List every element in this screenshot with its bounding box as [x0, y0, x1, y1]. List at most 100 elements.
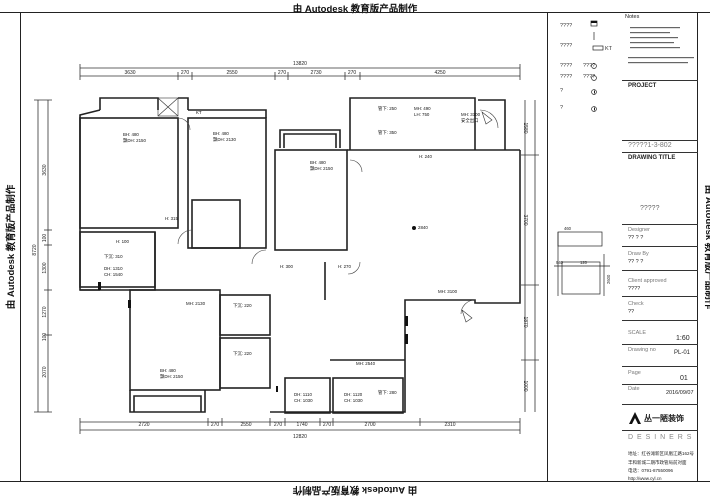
scale-value: 1:60	[676, 335, 690, 342]
divider	[622, 384, 698, 385]
watermark-right: 由 Autodesk 教育版产品制作	[703, 185, 710, 310]
draw-by-value: ?? ? ?	[628, 259, 644, 265]
label: 管下: 280	[378, 389, 397, 396]
project-number: ?????1-3-802	[628, 142, 672, 149]
legend-item: ????	[560, 74, 572, 80]
dim-bottom-seg: 2550	[240, 422, 251, 428]
label: MH: 2130	[186, 301, 206, 306]
designer-label: Designer	[628, 227, 651, 233]
legend-item: ????	[583, 74, 595, 80]
dim-left-seg: 1300	[42, 262, 48, 273]
legend-item: ????	[560, 23, 572, 29]
dim-top-seg: 270	[278, 70, 287, 76]
dim-left-seg: 100	[42, 234, 48, 243]
room-label: BH: 480	[213, 131, 229, 136]
dim-right-seg: 3700	[522, 214, 528, 225]
legend-kt: KT	[605, 46, 613, 52]
client-value: ????	[628, 286, 641, 292]
frame-right	[697, 12, 698, 482]
draw-by-label: Draw By	[628, 251, 649, 257]
address-line-1: 地址：红谷滩新区凤凰江路162号	[628, 451, 695, 456]
detail-dim: 460	[564, 226, 572, 231]
dim-bottom-seg: 1740	[296, 422, 307, 428]
divider	[622, 224, 698, 225]
dim-left-seg: 100	[42, 333, 48, 342]
company-name: 丛一陋装饰	[644, 414, 684, 423]
room-label: 飘DH: 2150	[310, 166, 333, 172]
dim-top-total: 13820	[293, 61, 307, 67]
dim-left-seg: 2070	[42, 366, 48, 377]
label: DH: 1120	[344, 392, 363, 397]
label: CH: 1030	[294, 398, 313, 403]
divider	[622, 270, 698, 271]
notes-lines	[628, 27, 694, 64]
page-value: 01	[680, 375, 688, 382]
date-value: 2016/09/07	[666, 390, 694, 396]
label: MH: 3100	[461, 112, 481, 117]
room-label: 飘DH: 2130	[213, 137, 236, 143]
legend-item: ????	[560, 43, 572, 49]
drawing-no-label: Drawing no	[628, 347, 656, 353]
detail-dim: 120	[580, 260, 588, 265]
room-label: BH: 480	[123, 132, 139, 137]
dim-top-seg: 270	[348, 70, 357, 76]
designer-value: ?? ? ?	[628, 235, 644, 241]
client-label: Client approved	[628, 278, 667, 284]
address-line-2: 丰和新城二期市政管局前对面	[628, 460, 687, 465]
website: http://www.cyl.cn	[628, 476, 662, 481]
divider	[622, 246, 698, 247]
label: H: 100	[116, 239, 129, 244]
frame-bottom	[0, 481, 710, 482]
drawing-title-heading: DRAWING TITLE	[628, 155, 676, 161]
dim-right-seg: 1580	[522, 122, 528, 133]
dim-top-seg: 2550	[226, 70, 237, 76]
label: H: 240	[419, 154, 432, 159]
room-label: BH: 480	[310, 160, 326, 165]
legend-item: ?	[560, 88, 563, 94]
dim-left-seg: 3630	[42, 164, 48, 175]
drawing-no-value: PL-01	[674, 350, 691, 356]
company-logo-icon	[629, 412, 641, 424]
room-label: 飘DH: 2150	[160, 374, 183, 380]
dim-right-seg: 1870	[522, 316, 528, 327]
dim-left-seg: 1270	[42, 306, 48, 317]
dim-left-total: 8720	[32, 244, 38, 255]
project-heading: PROJECT	[628, 83, 657, 89]
dim-bottom-seg: 270	[323, 422, 332, 428]
notes-heading: Notes	[625, 14, 640, 20]
room-label: BH: 480	[160, 368, 176, 373]
legend-item: ????	[560, 63, 572, 69]
dim-bottom-seg: 2310	[444, 422, 455, 428]
page-label: Page	[628, 370, 641, 376]
label: H: 315	[165, 216, 178, 221]
designers-label: D E S I N E R S	[628, 434, 693, 441]
dim-top-seg: 3630	[124, 70, 135, 76]
label: MH: 490	[414, 106, 431, 111]
date-label: Date	[628, 386, 640, 392]
detail-dim: 2600	[606, 274, 611, 284]
label: CH: 1030	[344, 398, 363, 403]
divider	[622, 152, 698, 153]
kt-label: KT	[196, 110, 202, 115]
dim-bottom-seg: 2720	[138, 422, 149, 428]
label: DH: 1310	[104, 266, 123, 271]
label: 管下: 250	[378, 105, 397, 112]
divider	[622, 366, 698, 367]
divider	[622, 320, 698, 321]
legend: ???? ???? ???? ???? ? ? ???? ???? KT	[560, 20, 613, 112]
label: 下沉: 220	[233, 350, 252, 357]
legend-item: ????	[583, 63, 595, 69]
label: LH: 750	[414, 112, 430, 117]
label: H: 300	[280, 264, 293, 269]
divider	[622, 404, 698, 405]
room-label: 飘DH: 2150	[123, 138, 146, 144]
elevation-label: 2840	[418, 225, 428, 230]
label: H: 270	[338, 264, 351, 269]
dim-bottom-seg: 2700	[364, 422, 375, 428]
dim-top-seg: 270	[181, 70, 190, 76]
dim-bottom-seg: 270	[211, 422, 220, 428]
watermark-top: 由 Autodesk 教育版产品制作	[292, 4, 418, 15]
divider	[622, 296, 698, 297]
label: DH: 1110	[294, 392, 312, 397]
check-value: ??	[628, 309, 635, 315]
